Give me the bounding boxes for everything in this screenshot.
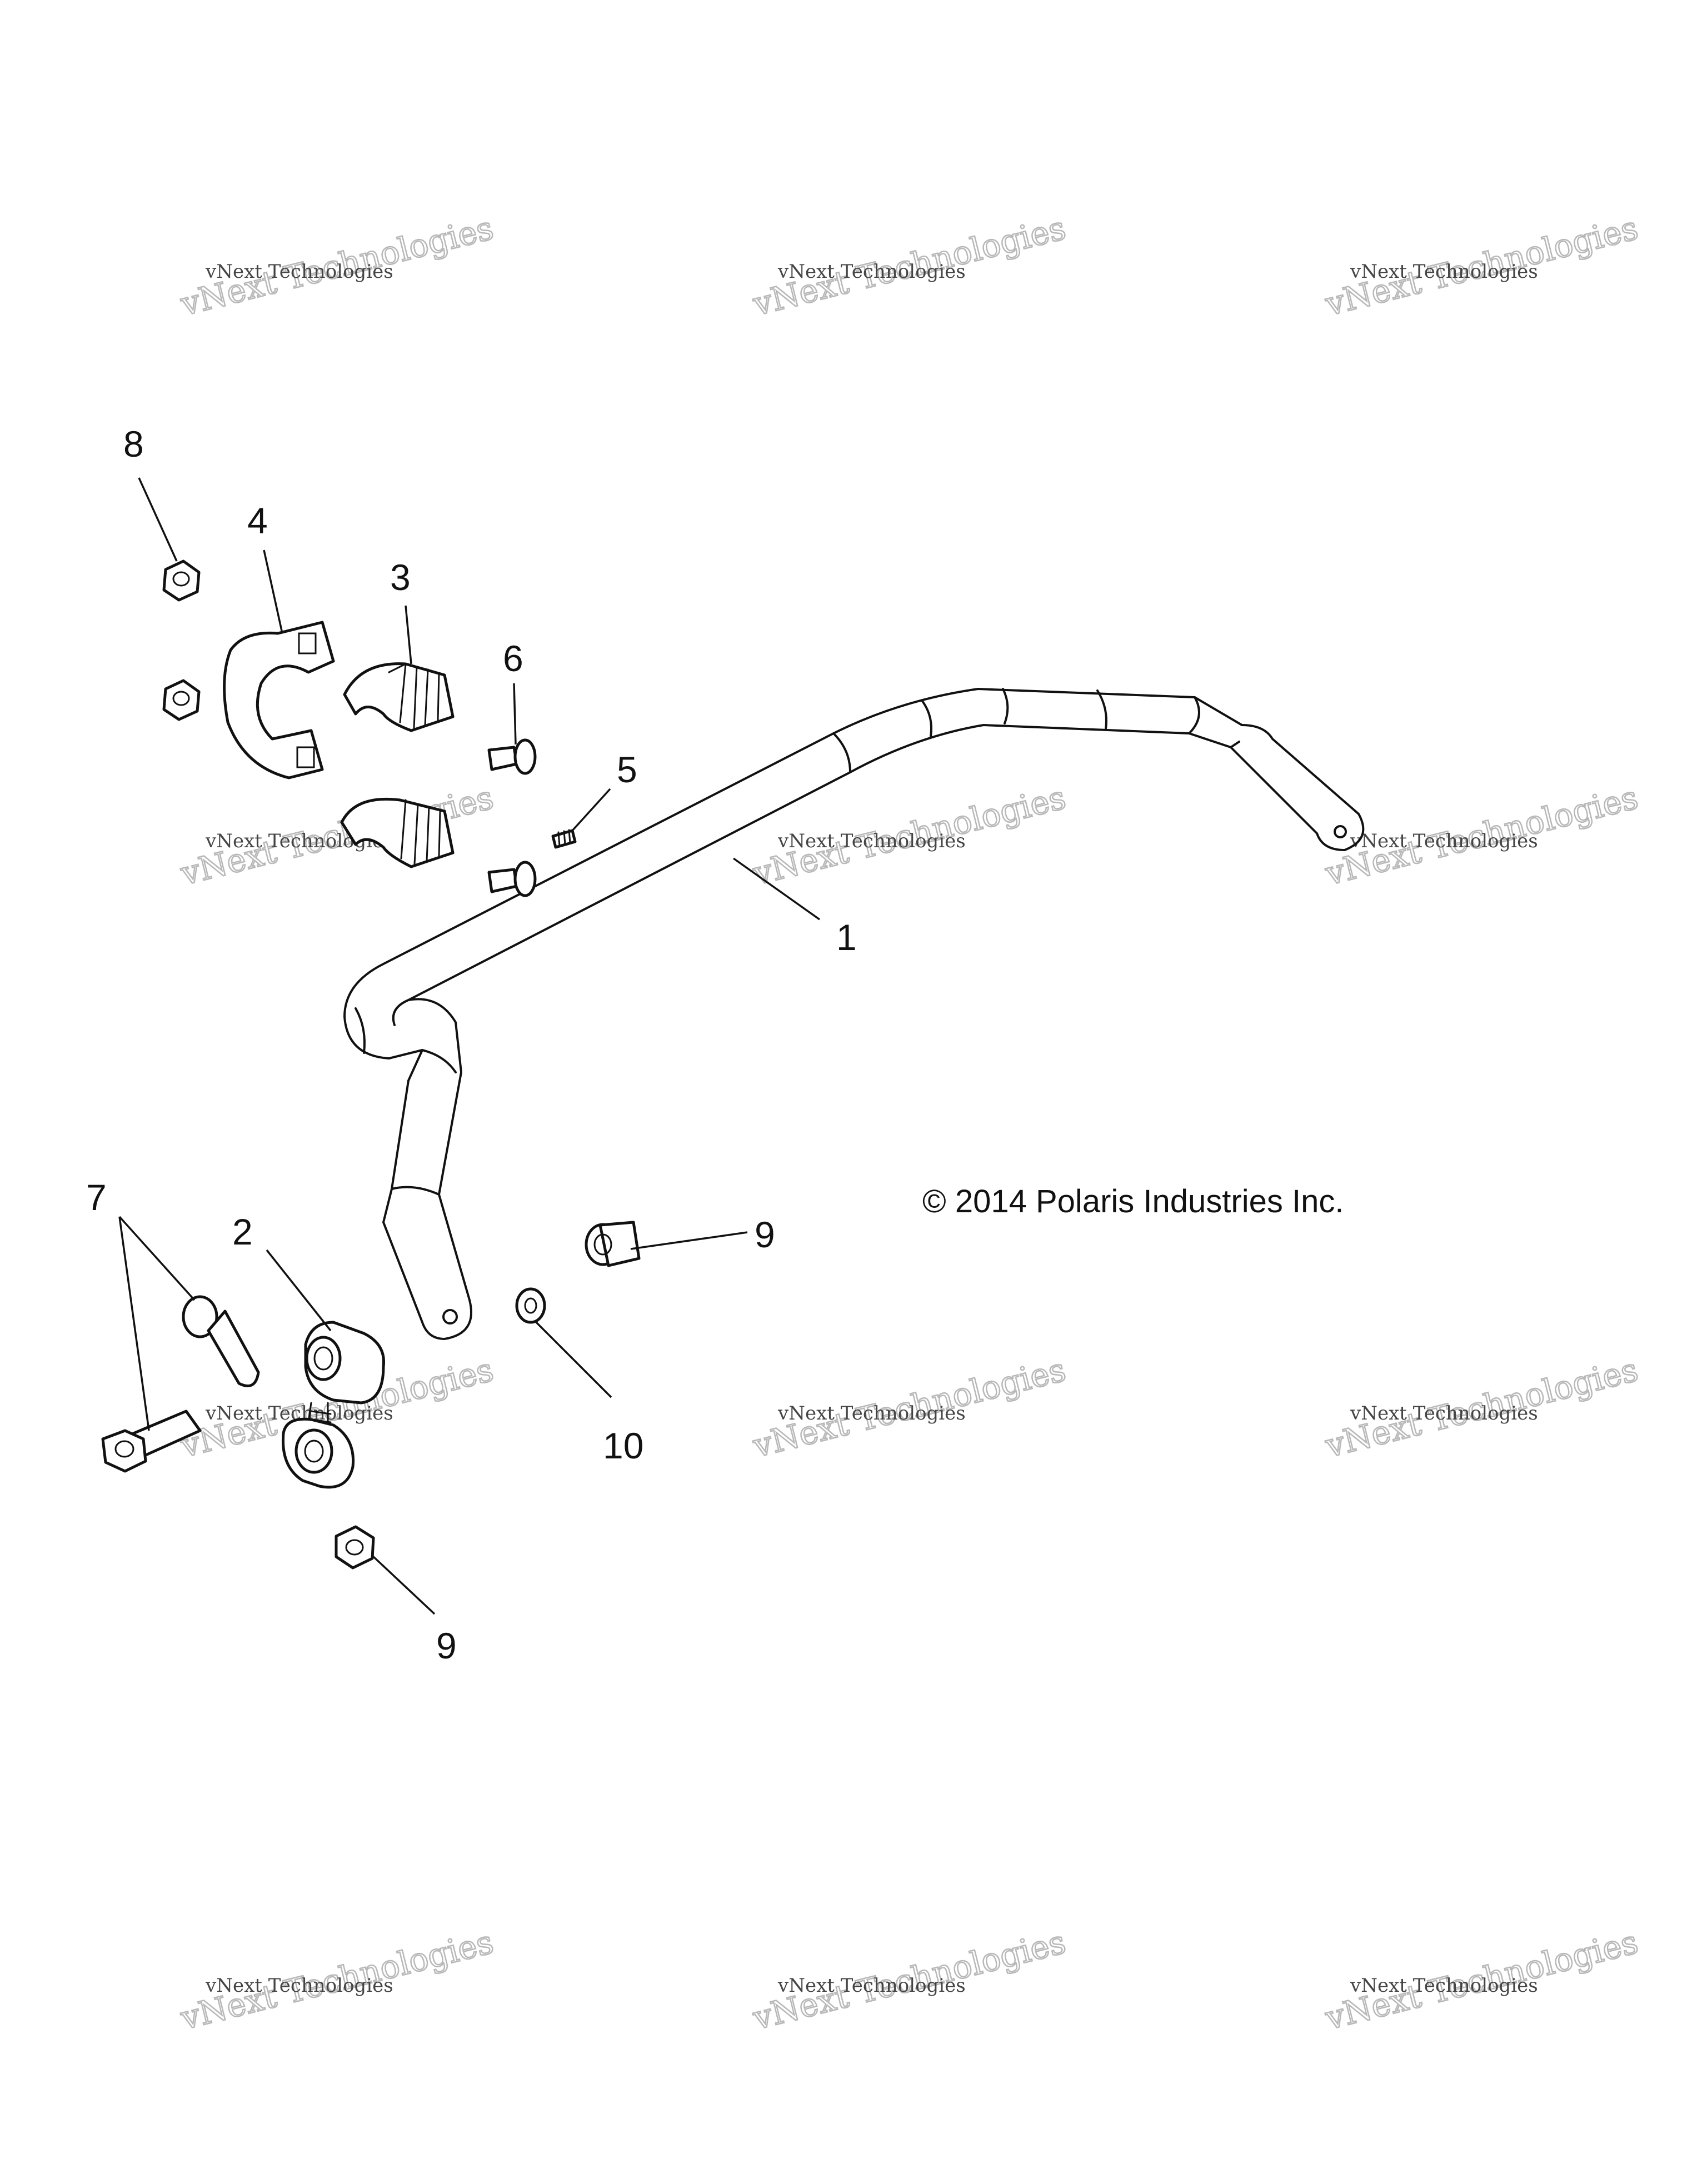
pin-upper — [487, 738, 537, 775]
callout-9-right: 9 — [755, 1214, 775, 1255]
watermark-text: vNext Technologies — [1350, 1975, 1538, 1997]
nut-right — [585, 1221, 641, 1267]
watermark-text: vNext Technologies — [1350, 1402, 1538, 1425]
watermark: vNext Technologies vNext Technologies — [1321, 1922, 1643, 2038]
callout-7: 7 — [86, 1177, 107, 1218]
bushing-lower — [340, 797, 455, 868]
watermarks: vNext Technologies vNext Technologies vN… — [176, 208, 1643, 2038]
bolt-upper — [182, 1295, 260, 1387]
watermark-text: vNext Technologies — [205, 1975, 393, 1997]
callout-3: 3 — [390, 557, 411, 598]
watermark-text: vNext Technologies — [1350, 830, 1538, 852]
callout-1: 1 — [836, 917, 857, 958]
watermark: vNext Technologies vNext Technologies — [748, 778, 1070, 893]
small-screw — [551, 829, 577, 849]
watermark: vNext Technologies vNext Technologies — [1321, 208, 1643, 324]
bolt-lower — [101, 1410, 202, 1473]
leader-lines — [118, 477, 821, 1615]
pin-lower — [487, 861, 537, 897]
copyright-text: © 2014 Polaris Industries Inc. — [922, 1183, 1344, 1220]
watermark-text: vNext Technologies — [777, 1975, 966, 1997]
watermark-text: vNext Technologies — [777, 1402, 966, 1425]
callout-5: 5 — [617, 749, 637, 790]
flange-nut-lower — [162, 679, 201, 721]
stabilizer-bar — [343, 688, 1365, 1340]
callout-2: 2 — [232, 1211, 253, 1252]
watermark: vNext Technologies vNext Technologies — [748, 1350, 1070, 1466]
callout-8: 8 — [123, 423, 144, 464]
callout-10: 10 — [603, 1425, 643, 1466]
watermark-text: vNext Technologies — [1350, 261, 1538, 283]
callouts: 1 2 3 4 5 6 7 8 9 9 10 — [86, 423, 857, 1666]
watermark: vNext Technologies vNext Technologies — [748, 208, 1070, 324]
nut-bottom — [335, 1525, 375, 1570]
bushing-upper — [343, 662, 455, 732]
watermark: vNext Technologies vNext Technologies — [176, 1922, 498, 2038]
watermark: vNext Technologies vNext Technologies — [1321, 778, 1643, 893]
stabilizer-link — [281, 1321, 386, 1489]
callout-9-bottom: 9 — [436, 1625, 457, 1666]
washer — [515, 1287, 546, 1324]
watermark: vNext Technologies vNext Technologies — [748, 1922, 1070, 2038]
callout-6: 6 — [503, 638, 523, 679]
callout-4: 4 — [247, 500, 268, 541]
watermark-text: vNext Technologies — [777, 261, 966, 283]
watermark-text: vNext Technologies — [777, 830, 966, 852]
bracket-clamp — [223, 621, 335, 779]
watermark-text: vNext Technologies — [205, 261, 393, 283]
watermark: vNext Technologies vNext Technologies — [1321, 1350, 1643, 1466]
flange-nut-upper — [162, 559, 201, 602]
watermark: vNext Technologies vNext Technologies — [176, 208, 498, 324]
